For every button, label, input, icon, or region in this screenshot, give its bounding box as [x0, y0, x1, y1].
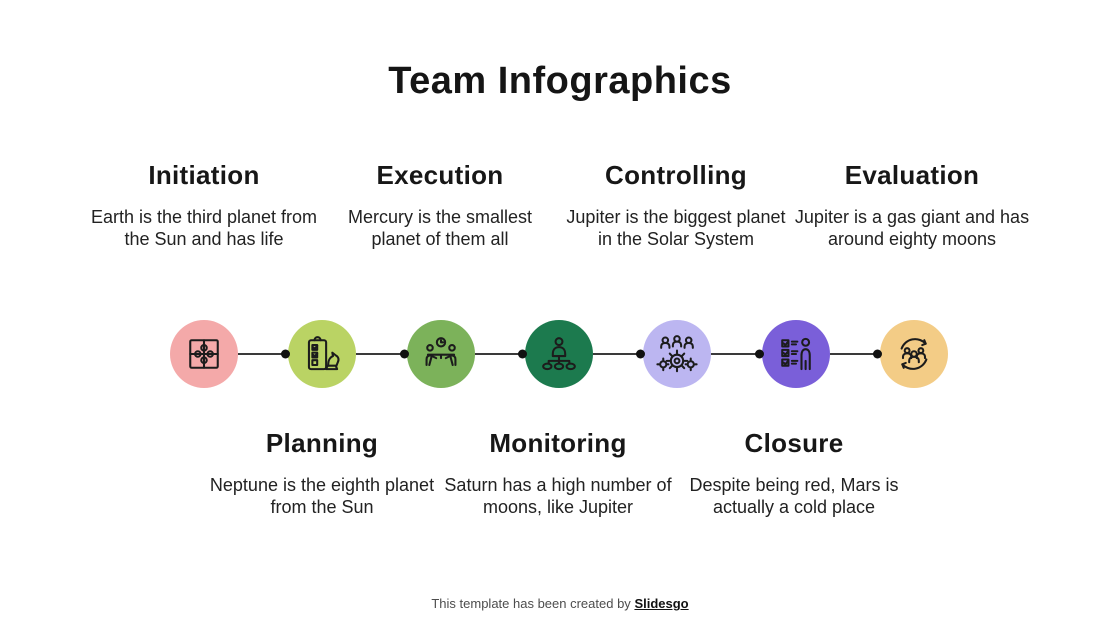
step-description: Mercury is the smallest planet of them a…: [347, 207, 533, 249]
people-cycle-icon: [900, 338, 928, 370]
slidesgo-link[interactable]: Slidesgo: [634, 596, 689, 611]
step-block-execution: Execution Mercury is the smallest planet…: [321, 160, 559, 250]
connector-dot: [636, 349, 646, 359]
clipboard-knight-icon: [308, 336, 340, 371]
step-label: Initiation: [148, 160, 260, 190]
step-description: Earth is the third planet from the Sun a…: [90, 207, 318, 249]
step-label: Execution: [376, 160, 504, 190]
step-description: Saturn has a high number of moons, like …: [444, 475, 672, 517]
timeline-connector: [238, 349, 291, 359]
step-circle-execution: [406, 320, 475, 388]
step-circle-initiation: [170, 320, 238, 388]
delegation-icon: [542, 337, 576, 371]
timeline-connector: [356, 349, 409, 359]
step-circle-controlling: [643, 320, 712, 388]
step-block-monitoring: Monitoring Saturn has a high number of m…: [439, 428, 677, 518]
step-circle-monitoring: [524, 320, 593, 388]
connector-dot: [517, 349, 527, 359]
step-label: Monitoring: [489, 428, 627, 458]
step-block-planning: Planning Neptune is the eighth planet fr…: [203, 428, 441, 518]
step-block-controlling: Controlling Jupiter is the biggest plane…: [557, 160, 795, 250]
connector-dot: [872, 349, 882, 359]
connector-dot: [754, 349, 764, 359]
connector-dot: [399, 349, 409, 359]
step-label: Planning: [265, 428, 379, 458]
timeline-connector: [829, 349, 882, 359]
timeline-connector: [592, 349, 646, 359]
connector-dot: [281, 349, 291, 359]
timeline-connector: [474, 349, 527, 359]
step-circle-closure: [761, 320, 830, 388]
step-label: Evaluation: [844, 160, 980, 190]
step-description: Jupiter is the biggest planet in the Sol…: [566, 207, 786, 249]
timeline: [170, 320, 948, 388]
meeting-table-icon: [425, 337, 457, 367]
puzzle-icon: [189, 339, 219, 369]
team-gears-icon: [656, 335, 698, 373]
step-block-closure: Closure Despite being red, Mars is actua…: [675, 428, 913, 518]
footer-text: This template has been created by: [431, 596, 631, 611]
step-label: Controlling: [605, 160, 747, 190]
step-circle-evaluation: [879, 320, 948, 388]
step-block-evaluation: Evaluation Jupiter is a gas giant and ha…: [793, 160, 1031, 250]
step-block-initiation: Initiation Earth is the third planet fro…: [85, 160, 323, 250]
step-label: Closure: [744, 428, 844, 458]
timeline-connector: [711, 349, 764, 359]
slide-title: Team Infographics: [388, 60, 732, 102]
checklist-person-icon: [780, 337, 811, 371]
footer-credit: This template has been created by Slides…: [0, 596, 1120, 611]
step-circle-planning: [288, 320, 357, 388]
step-description: Despite being red, Mars is actually a co…: [689, 475, 899, 517]
step-description: Jupiter is a gas giant and has around ei…: [794, 207, 1030, 249]
step-description: Neptune is the eighth planet from the Su…: [209, 475, 435, 517]
